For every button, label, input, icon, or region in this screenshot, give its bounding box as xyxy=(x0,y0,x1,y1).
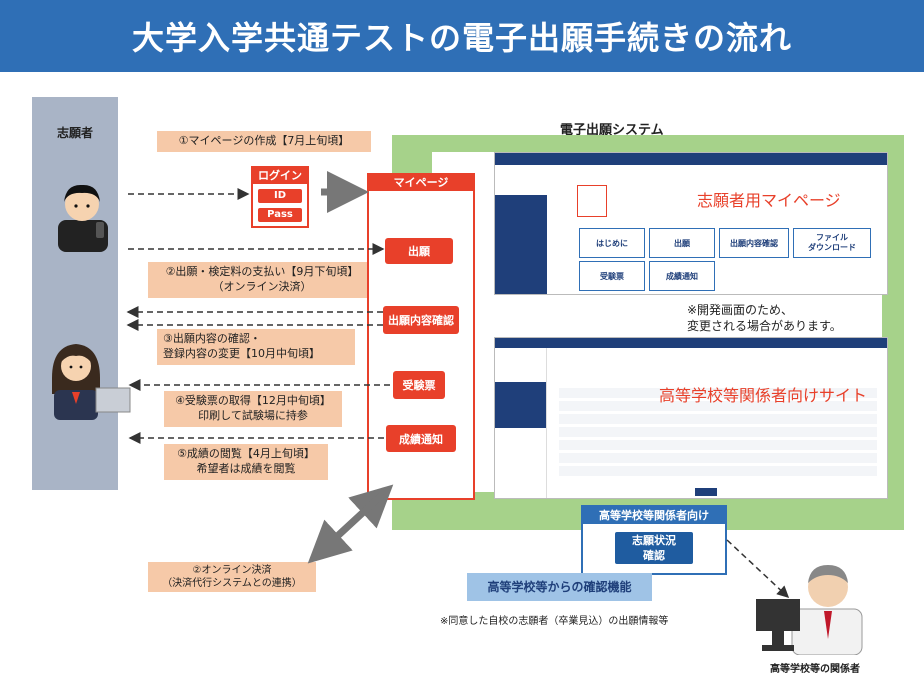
application-status-button[interactable]: 志願状況 確認 xyxy=(615,532,693,564)
applicant-mypage-label: 志願者用マイページ xyxy=(697,191,841,210)
login-title: ログイン xyxy=(253,168,307,184)
step-2-application-payment: ②出願・検定料の支払い【9月下旬頃】（オンライン決済） xyxy=(148,262,376,298)
login-pass-field[interactable]: Pass xyxy=(258,208,302,222)
mypage-apply-button[interactable]: 出願 xyxy=(385,238,453,264)
online-payment-box: ②オンライン決済 （決済代行システムとの連携） xyxy=(148,562,316,592)
applicant-label: 志願者 xyxy=(56,126,93,140)
hs-staff-label: 高等学校等の関係者 xyxy=(770,664,860,675)
student-boy-icon xyxy=(58,184,108,252)
login-box: ログイン ID Pass xyxy=(251,166,309,228)
hs-confirm-note: ※同意した自校の志願者（卒業見込）の出願情報等 xyxy=(440,616,669,627)
tile-intro: はじめに xyxy=(579,228,645,258)
tile-apply: 出願 xyxy=(649,228,715,258)
mypage-title: マイページ xyxy=(369,175,473,191)
applicant-column xyxy=(32,97,118,490)
hs-staff-person-icon xyxy=(756,565,863,655)
tile-content-confirm: 出願内容確認 xyxy=(719,228,789,258)
applicant-mypage-screen: はじめに 出願 出願内容確認 ファイル ダウンロード 受験票 成績通知 志願者用… xyxy=(494,152,888,295)
mypage-box: マイページ xyxy=(367,173,475,500)
dev-screen-note: ※開発画面のため、 変更される場合があります。 xyxy=(687,303,842,334)
mypage-content-confirm-button[interactable]: 出願内容確認 xyxy=(383,306,459,334)
step-3-content-confirm: ③出願内容の確認・登録内容の変更【10月中旬頃】 xyxy=(157,329,355,365)
hs-related-title: 高等学校等関係者向け xyxy=(583,507,725,524)
tile-file-download: ファイル ダウンロード xyxy=(793,228,871,258)
mypage-score-button[interactable]: 成績通知 xyxy=(386,425,456,452)
tile-score: 成績通知 xyxy=(649,261,715,291)
e-application-system-label: 電子出願システム xyxy=(560,123,664,138)
step-5-score-view: ⑤成績の閲覧【4月上旬頃】希望者は成績を閲覧 xyxy=(164,444,328,480)
student-girl-laptop-icon xyxy=(52,344,131,420)
step-4-admission-ticket: ④受験票の取得【12月中旬頃】印刷して試験場に持参 xyxy=(164,391,342,427)
mypage-ticket-button[interactable]: 受験票 xyxy=(393,371,445,399)
tile-ticket: 受験票 xyxy=(579,261,645,291)
page-title: 大学入学共通テストの電子出願手続きの流れ xyxy=(0,0,924,72)
hs-site-label: 高等学校等関係者向けサイト xyxy=(659,386,868,405)
hs-confirm-function: 高等学校等からの確認機能 xyxy=(467,573,652,601)
login-id-field[interactable]: ID xyxy=(258,189,302,203)
hs-related-box: 高等学校等関係者向け 志願状況 確認 xyxy=(581,505,727,575)
step-1-mypage-creation: ①マイページの作成【7月上旬頃】 xyxy=(157,131,371,152)
hs-site-screen: 高等学校等関係者向けサイト xyxy=(494,337,888,499)
